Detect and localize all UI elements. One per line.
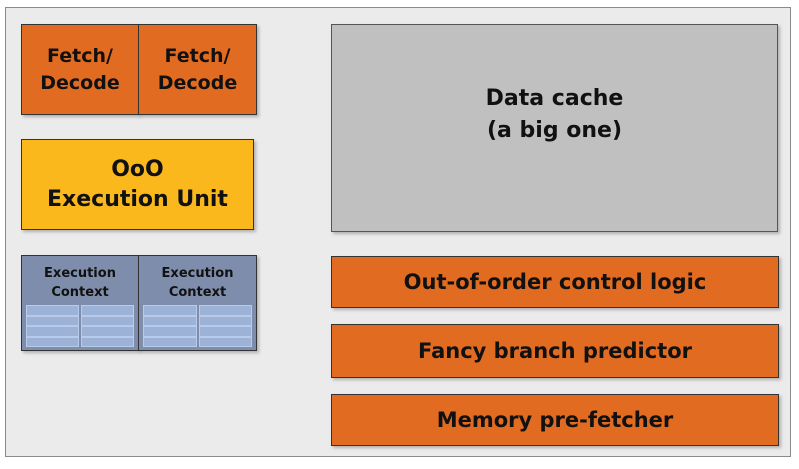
ooo-control-logic-block: Out-of-order control logic — [331, 256, 779, 308]
register-file — [26, 305, 134, 347]
execution-context-2: Execution Context — [138, 255, 257, 351]
execution-context-label: Execution Context — [161, 266, 234, 300]
fetch-decode-block-2: Fetch/ Decode — [138, 24, 257, 115]
data-cache-block: Data cache (a big one) — [331, 24, 778, 232]
execution-context-label: Execution Context — [44, 266, 116, 300]
memory-prefetcher-block: Memory pre-fetcher — [331, 394, 779, 446]
ooo-execution-unit: OoO Execution Unit — [21, 139, 254, 230]
register-file — [143, 305, 252, 347]
fetch-decode-block-1: Fetch/ Decode — [21, 24, 139, 115]
execution-context-1: Execution Context — [21, 255, 139, 351]
branch-predictor-block: Fancy branch predictor — [331, 324, 779, 378]
